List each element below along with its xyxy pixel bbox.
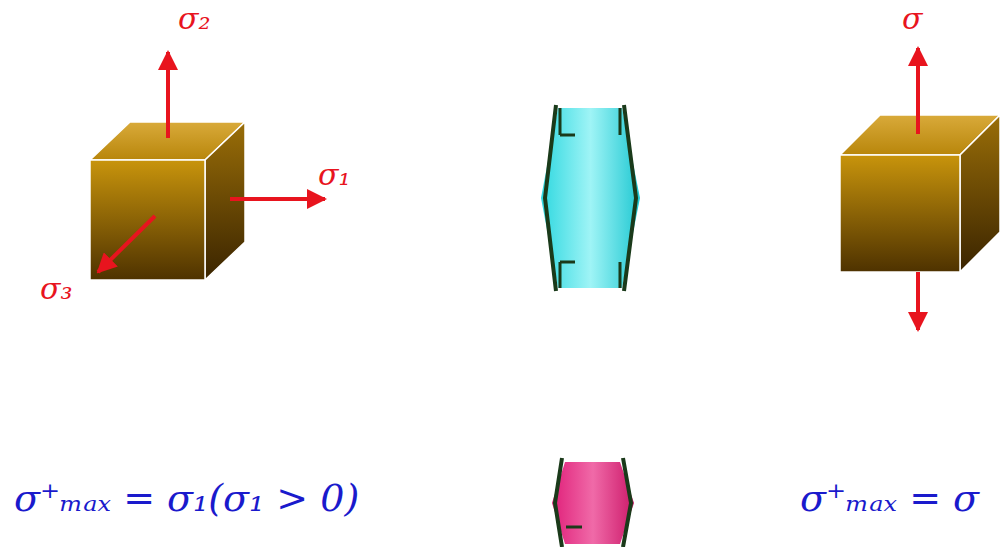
stress-label: σ <box>902 2 922 35</box>
stress-arrow <box>98 216 155 272</box>
stress-arrow <box>916 48 920 134</box>
formula: σ⁺ₘₐₓ = σ₁(σ₁ > 0) <box>14 478 359 520</box>
stress-arrow <box>916 272 920 330</box>
equivalence-arrow <box>541 105 640 291</box>
stress-label: σ₁ <box>318 158 351 191</box>
formula: σ⁺ₘₐₓ = σ <box>800 478 979 520</box>
stress-cube <box>90 122 245 280</box>
stress-arrow <box>230 197 325 201</box>
stress-label: σ₃ <box>40 272 73 305</box>
stress-arrow <box>166 52 170 138</box>
stress-label: σ₂ <box>178 2 211 35</box>
equivalence-arrow <box>552 458 634 547</box>
stress-cube <box>840 115 1000 272</box>
